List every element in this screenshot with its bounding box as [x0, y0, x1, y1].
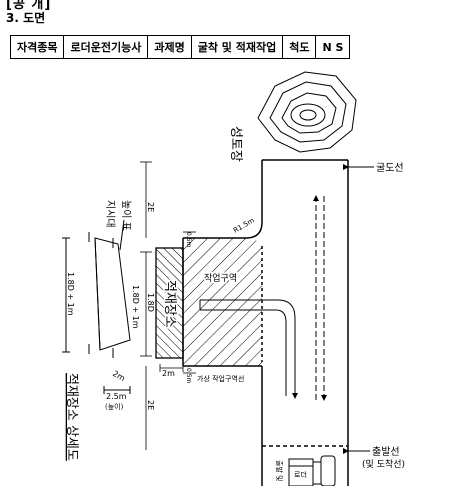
- dim-2e-line: [140, 161, 152, 450]
- start-vertical-label: 출발 및: [275, 460, 284, 482]
- detail-drawing: [62, 219, 131, 394]
- loading-area-label: 적재장소: [162, 280, 177, 328]
- dim-18d: 1.8D: [146, 293, 155, 312]
- loading-dimensions: [140, 231, 196, 374]
- work-zone-hatch: [183, 238, 262, 366]
- dim-05m-top: 0.5m: [185, 232, 192, 248]
- dim-18d-1m: 1.8D + 1m: [131, 285, 140, 329]
- drawing-section-title: 3. 도면: [6, 11, 46, 25]
- dim-05m-bottom: 0.5m: [185, 368, 192, 384]
- detail-2m: 2m: [111, 369, 127, 383]
- travel-path: [199, 195, 327, 401]
- detail-height: (높이): [105, 402, 124, 411]
- dim-2m: 2m: [162, 369, 175, 378]
- soil-mound: [257, 71, 357, 153]
- dim-2e-bottom: 2E: [146, 400, 155, 410]
- scale-label: 척도: [282, 35, 317, 59]
- detail-25m: 2.5m: [106, 392, 127, 401]
- scale-value: N S: [315, 35, 351, 59]
- start-line-sublabel: (및 도착선): [362, 458, 405, 470]
- task-value: 굴착 및 적재작업: [190, 35, 284, 59]
- qualification-value: 로더운전기능사: [63, 35, 149, 59]
- start-line-label: 출발선: [372, 446, 400, 458]
- loader-machine: [288, 455, 336, 486]
- radius-label: R1.5m: [232, 216, 256, 234]
- loader-label: 로더: [294, 470, 307, 479]
- indicator-label: 지시대: [104, 200, 116, 228]
- section-header: [공 개]: [6, 0, 52, 12]
- detail-title: 적재장소 상세도: [64, 373, 79, 461]
- virtual-work-line-label: 가상 작업구역선: [197, 374, 244, 383]
- soil-mound-label: 성토장: [228, 126, 243, 162]
- detail-18d-1m: 1.8D + 1m: [66, 272, 75, 316]
- dim-2e-top: 2E: [146, 202, 155, 212]
- boundary-line-label: 굴도선: [376, 162, 404, 174]
- work-zone-label: 작업구역: [204, 273, 237, 284]
- info-table: 자격종목 로더운전기능사 과제명 굴착 및 적재작업 척도 N S: [9, 35, 351, 59]
- qualification-label: 자격종목: [9, 35, 65, 59]
- task-label: 과제명: [147, 35, 192, 59]
- height-pole-label: 높이 표: [120, 200, 132, 231]
- loading-area: [155, 247, 184, 359]
